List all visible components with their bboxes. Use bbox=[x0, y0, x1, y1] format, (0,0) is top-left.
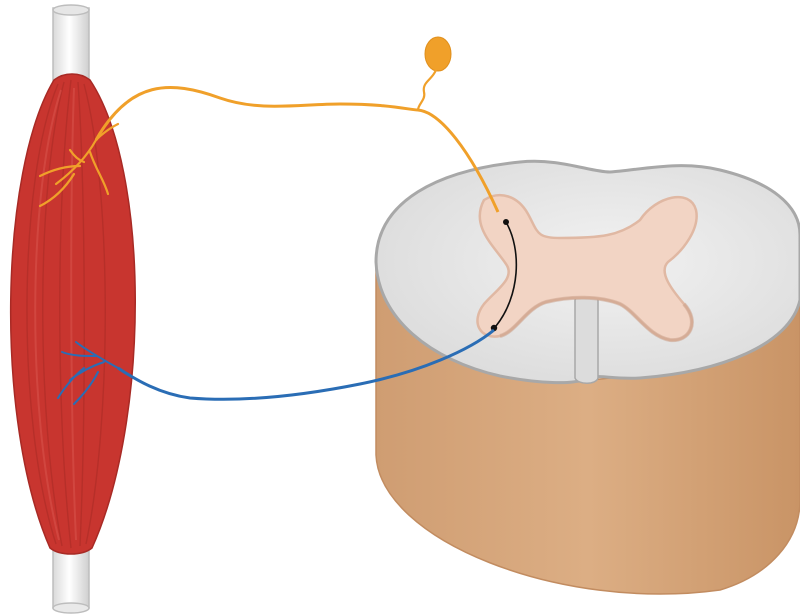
interneuron bbox=[495, 221, 518, 327]
anterior-median-fissure bbox=[574, 293, 599, 384]
motor-neuron-axon bbox=[117, 328, 495, 401]
motor-nerve-endings bbox=[57, 341, 119, 405]
motor-neuron bbox=[57, 324, 498, 405]
sensory-neuron-axon bbox=[94, 86, 500, 213]
muscle-belly bbox=[9, 73, 136, 555]
muscle-fibers bbox=[26, 79, 106, 549]
muscle bbox=[9, 4, 136, 614]
sensory-neuron bbox=[38, 36, 509, 225]
grey-matter-shadow bbox=[499, 295, 694, 343]
spinal-cord-segment bbox=[374, 159, 800, 595]
sensory-nerve-endings bbox=[38, 122, 120, 208]
sensory-neuron-cell-body bbox=[424, 36, 452, 72]
